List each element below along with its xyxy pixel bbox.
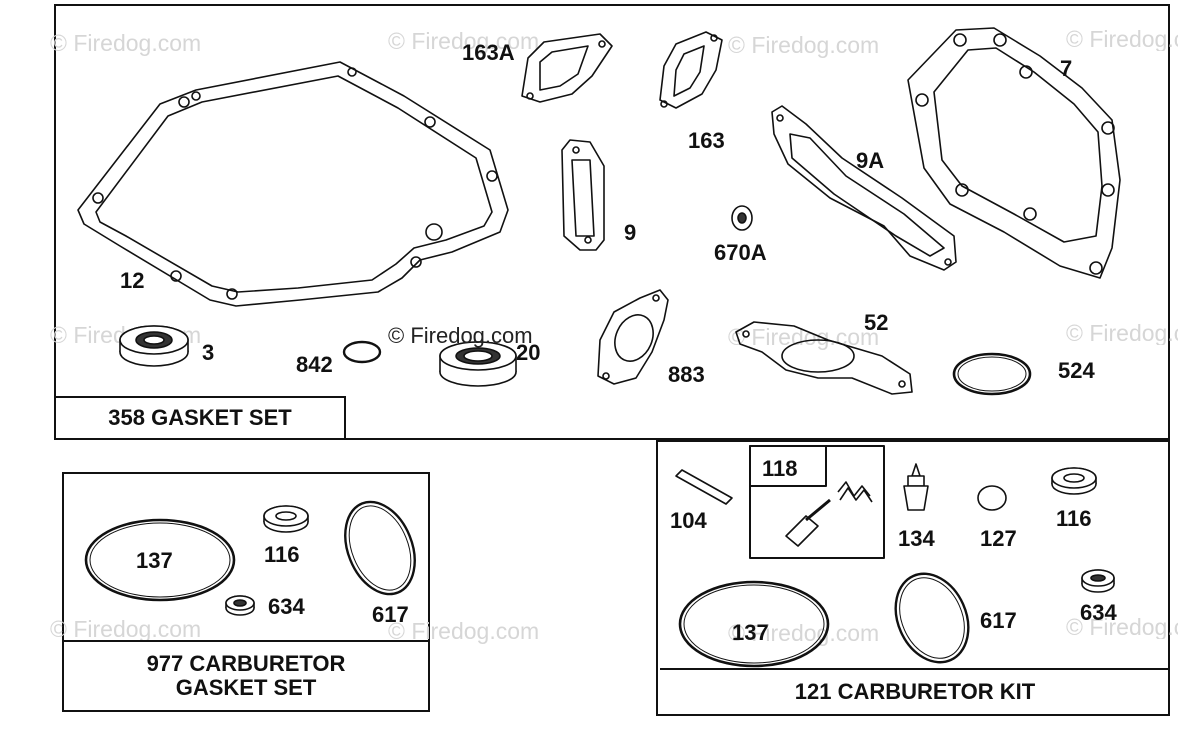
- oring-617-a: [332, 492, 427, 605]
- plug-127: [978, 486, 1006, 510]
- gasket-52: [736, 322, 912, 394]
- carb-kit-panel: [656, 440, 1170, 716]
- gasket-9A: [772, 106, 956, 270]
- label-118: 118: [762, 456, 798, 481]
- label-634-kit: 634: [1080, 600, 1117, 625]
- gasket-9: [562, 140, 604, 250]
- needle-valve-118: [786, 482, 872, 546]
- label-116: 116: [264, 542, 300, 567]
- needle-134: [904, 464, 928, 510]
- label-52: 52: [864, 310, 889, 335]
- label-127: 127: [980, 526, 1017, 551]
- gasket-12: [78, 62, 508, 306]
- gasket-set-title: 358 GASKET SET: [54, 396, 346, 440]
- oring-617-b: [882, 562, 982, 674]
- carb-gasket-set-title: 977 CARBURETOR GASKET SET: [62, 640, 430, 712]
- label-12: 12: [120, 268, 145, 293]
- gasket-set-title-text: 358 GASKET SET: [108, 404, 292, 430]
- watermark: © Firedog.com: [728, 324, 880, 350]
- label-137: 137: [136, 548, 173, 573]
- gasket-163A: [522, 34, 612, 102]
- label-883: 883: [668, 362, 705, 387]
- washer-116-a: [264, 506, 308, 532]
- label-163A: 163A: [462, 40, 515, 65]
- watermark: © Firedog.com: [50, 30, 202, 56]
- watermark: © Firedog.com: [1066, 28, 1178, 51]
- carb-gasket-set-title-line1: 977 CARBURETOR: [146, 650, 346, 676]
- label-617-kit: 617: [980, 608, 1017, 633]
- gasket-883: [598, 290, 668, 384]
- seal-3: [120, 326, 188, 366]
- watermark: © Firedog.com: [1066, 616, 1178, 639]
- label-134: 134: [898, 526, 935, 551]
- label-842: 842: [296, 352, 333, 377]
- label-116-kit: 116: [1056, 506, 1092, 531]
- label-634: 634: [268, 594, 305, 619]
- seal-20: [440, 342, 516, 386]
- washer-670A: [732, 206, 752, 230]
- oring-842: [344, 342, 380, 362]
- watermark: © Firedog.com: [50, 616, 202, 642]
- watermark: © Firedog.com: [728, 32, 880, 58]
- pin-104: [676, 470, 732, 504]
- gasket-set-panel: [54, 4, 1170, 440]
- label-104: 104: [670, 508, 707, 533]
- label-524: 524: [1058, 358, 1095, 383]
- carb-kit-title-divider: [660, 668, 1170, 670]
- label-7: 7: [1060, 56, 1073, 81]
- label-163: 163: [688, 128, 725, 153]
- gasket-163: [660, 32, 722, 108]
- oring-137-b: [680, 582, 828, 666]
- label-9A: 9A: [856, 148, 885, 173]
- label-20: 20: [516, 340, 541, 365]
- label-617: 617: [372, 602, 409, 627]
- label-137-kit: 137: [732, 620, 769, 645]
- oring-137-a: [86, 520, 234, 600]
- watermark: © Firedog.com: [728, 620, 880, 646]
- label-670A: 670A: [714, 240, 767, 265]
- washer-634-a: [226, 596, 254, 615]
- washer-116-b: [1052, 468, 1096, 494]
- carb-kit-bottom-line: [656, 714, 1170, 716]
- washer-634-b: [1082, 570, 1114, 592]
- carb-kit-title-text: 121 CARBURETOR KIT: [794, 679, 1036, 704]
- label-3: 3: [202, 340, 215, 365]
- oring-524: [954, 354, 1030, 394]
- watermark: © Firedog.com: [1066, 322, 1178, 345]
- gasket-7: [908, 28, 1120, 278]
- label-9: 9: [624, 220, 637, 245]
- watermark: © Firedog.com: [388, 618, 540, 644]
- watermark: © Firedog.com: [388, 28, 540, 54]
- carb-gasket-set-title-line2: GASKET SET: [175, 675, 317, 700]
- watermark-center: © Firedog.com: [388, 323, 533, 348]
- carb-kit-title: 121 CARBURETOR KIT: [660, 670, 1170, 714]
